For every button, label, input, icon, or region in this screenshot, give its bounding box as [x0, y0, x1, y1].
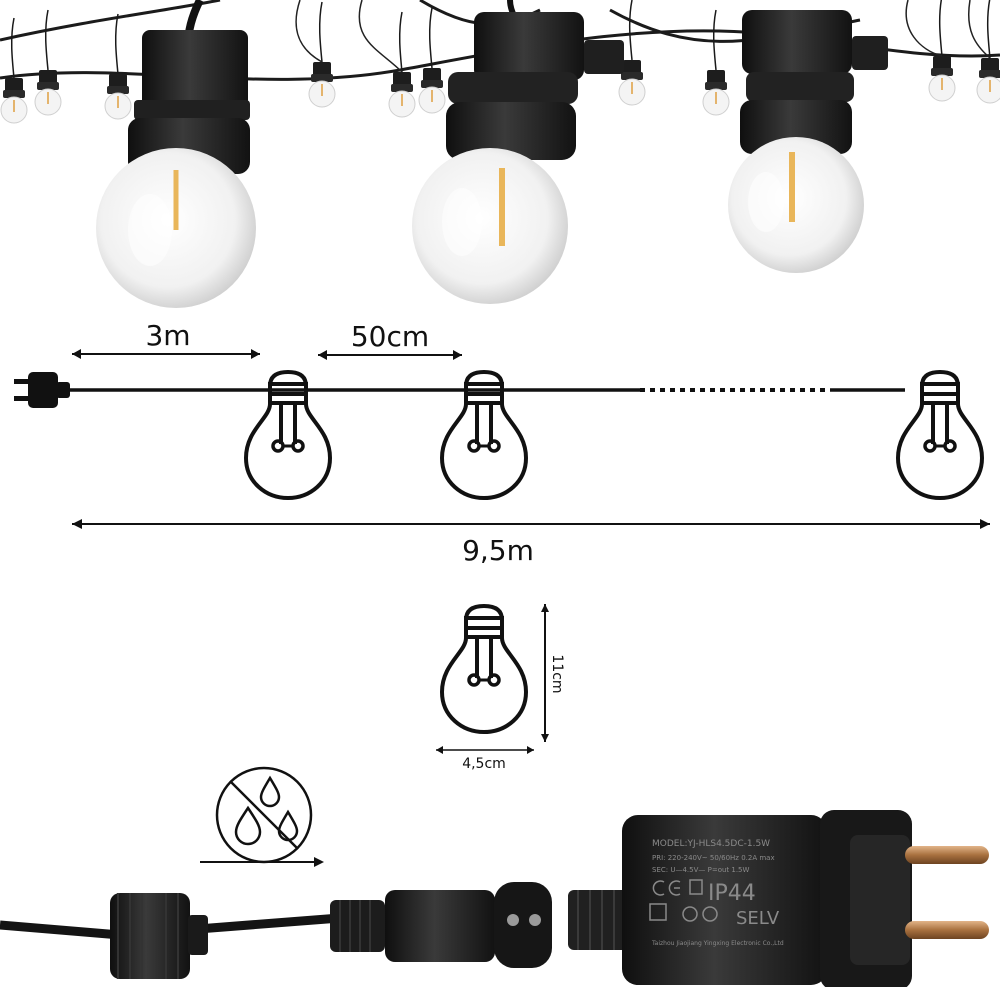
plug-icon — [14, 372, 70, 408]
total-length-dimension: 9,5m — [72, 519, 990, 567]
bulb-size-diagram: 11cm 4,5cm — [436, 604, 565, 772]
bulb-width-label: 4,5cm — [462, 756, 506, 772]
adapter-ip-text: IP44 — [708, 881, 756, 906]
bulb-spacing-dimension: 50cm — [318, 320, 462, 360]
certification-marks — [649, 879, 718, 922]
bulb-spacing-label: 50cm — [351, 320, 429, 353]
adapter-model-text: MODEL:YJ-HLS4.5DC-1.5W — [652, 839, 770, 849]
waterproof-icon — [215, 766, 313, 864]
connector-photo: MODEL:YJ-HLS4.5DC-1.5W PRI: 220-240V~ 50… — [0, 810, 989, 987]
bulb-icon — [896, 370, 984, 500]
adapter-manufacturer-text: Taizhou Jiaojiang Yingxing Electronic Co… — [651, 940, 784, 947]
product-photo-strip — [0, 0, 1000, 308]
total-length-label: 9,5m — [462, 534, 534, 567]
string-length-diagram: 3m 50cm 9,5m — [14, 319, 990, 567]
arrow-right-icon — [200, 857, 324, 867]
adapter-spec-text: PRI: 220-240V~ 50/60Hz 0.2A max — [652, 854, 775, 862]
photo-bulb-large-center — [412, 0, 624, 304]
photo-bulb-large-right — [728, 10, 888, 273]
lead-cable-dimension: 3m — [72, 319, 260, 359]
bulb-height-label: 11cm — [549, 654, 565, 693]
adapter-sec-text: SEC: U—4.5V— P=out 1.5W — [652, 866, 750, 874]
lead-cable-length-label: 3m — [145, 319, 190, 352]
bulb-icon — [440, 604, 528, 734]
photo-bulb-large-left — [96, 0, 256, 308]
adapter-selv-text: SELV — [736, 908, 780, 929]
